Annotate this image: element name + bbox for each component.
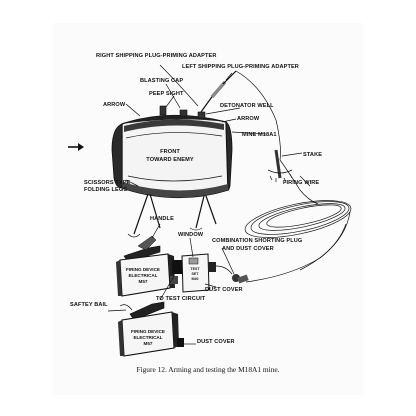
label-device-upper-3: M57 [139,279,148,284]
peep-sight [159,105,167,116]
test-set-m40 [181,253,249,293]
leg-left-back [149,193,161,229]
label-test-set-2: SET [192,272,200,276]
label-mine: MINE M18A1 [242,132,277,138]
label-handle: HANDLE [150,216,174,222]
label-device-upper-2: ELECTRICAL [128,273,157,278]
test-set-window [188,257,199,265]
label-right-adapter: RIGHT SHIPPING PLUG-PRIMING ADAPTER [96,53,216,59]
leg-right-front [195,195,205,229]
label-dust-cover-lower: DUST COVER [197,339,235,345]
label-test-set-3: M40 [192,277,199,281]
figure-caption: Figure 12. Arming and testing the M18A1 … [136,365,279,374]
leg-left-front [133,193,149,235]
firing-device-upper [116,235,182,297]
label-dust-cover-upper: DUST COVER [205,287,243,293]
label-arrow-left: ARROW [103,102,126,108]
label-safety-bail: SAFTEY BAIL [70,302,108,308]
label-combo-2: AND DUST COVER [222,246,274,252]
direction-arrow [68,143,84,151]
label-combo-1: COMBINATION SHORTING PLUG [212,238,302,244]
label-front: FRONT [160,149,180,155]
label-device-upper-1: FIRING DEVICE [126,267,160,272]
firing-wire [235,70,352,283]
label-device-lower-1: FIRING DEVICE [131,329,165,334]
label-stake: STAKE [303,152,322,158]
label-detonator-well: DETONATOR WELL [220,103,274,109]
label-scissors-2: FOLDING LEGS [84,187,127,193]
label-left-adapter: LEFT SHIPPING PLUG-PRIMING ADAPTER [182,64,299,70]
label-scissors-1: SCISSORS TYPE [84,180,131,186]
firing-device-lower [118,301,184,357]
label-to-test-circuit: TO TEST CIRCUIT [156,296,206,302]
label-arrow-right: ARROW [237,116,260,122]
leader-lines [107,64,311,345]
label-blasting-cap: BLASTING CAP [140,78,183,84]
label-window: WINDOW [178,232,204,238]
document-page [52,23,364,395]
label-device-lower-2: ELECTRICAL [133,335,162,340]
mine-m18a1 [111,70,237,238]
label-device-lower-3: M57 [144,341,153,346]
label-test-set-1: TEST [190,267,200,271]
blasting-cap-well [179,109,188,117]
detonator-well [197,111,206,119]
label-firing-wire: FIRING WIRE [283,180,319,186]
leg-right-back [205,195,217,225]
label-peep-sight: PEEP SIGHT [149,91,184,97]
label-toward-enemy: TOWARD ENEMY [146,157,194,163]
